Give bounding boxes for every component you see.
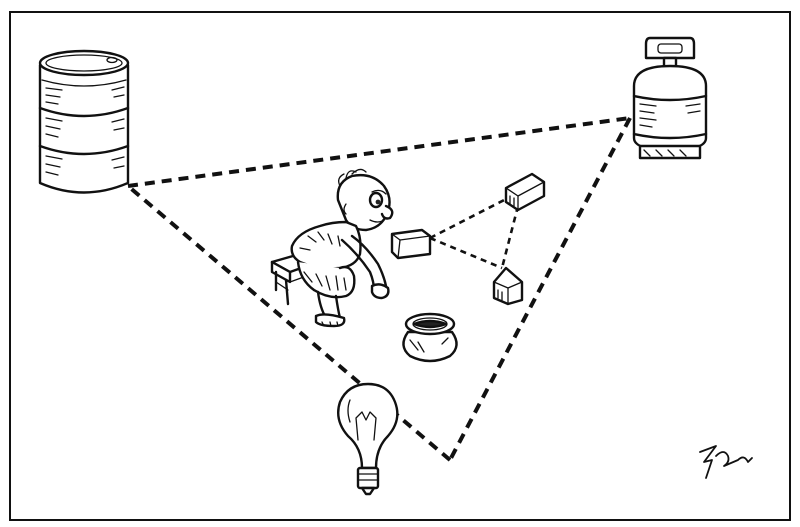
gas-cylinder bbox=[632, 36, 708, 160]
small-boxes bbox=[390, 172, 546, 306]
seated-old-man bbox=[290, 168, 394, 328]
oil-barrel bbox=[38, 49, 130, 194]
frame-border bbox=[9, 11, 791, 521]
artist-signature bbox=[699, 445, 753, 479]
clay-pot bbox=[402, 312, 458, 363]
light-bulb bbox=[337, 382, 399, 496]
